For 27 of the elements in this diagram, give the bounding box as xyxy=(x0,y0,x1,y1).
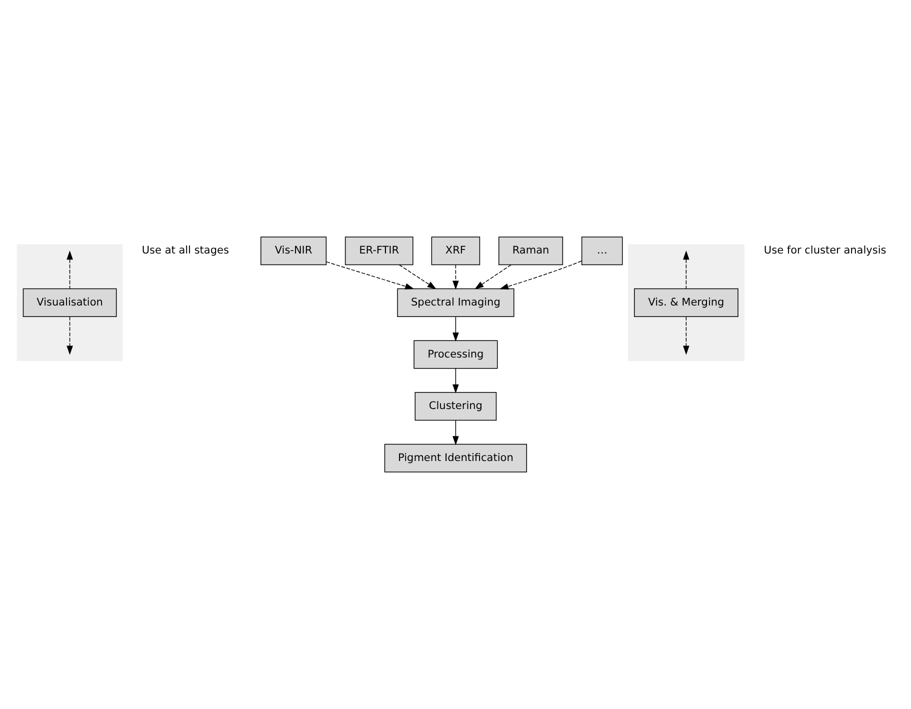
node-box: XRF xyxy=(431,236,480,266)
arrow xyxy=(683,250,690,289)
arrow xyxy=(398,264,436,290)
arrow xyxy=(474,264,512,290)
node-label: Use at all stages xyxy=(142,244,229,257)
arrow xyxy=(326,261,414,290)
arrow xyxy=(452,368,459,394)
node-box: Processing xyxy=(414,340,498,369)
arrow xyxy=(66,316,73,355)
arrow xyxy=(66,250,73,289)
cluster xyxy=(16,244,123,362)
node-box: Vis-NIR xyxy=(260,236,327,266)
node-box: Vis. & Merging xyxy=(634,288,738,317)
node-box: Spectral Imaging xyxy=(397,288,514,317)
cluster xyxy=(628,244,744,362)
node-box: Clustering xyxy=(414,392,497,421)
node-label: Use for cluster analysis xyxy=(764,244,886,257)
arrow xyxy=(452,420,459,446)
node-box: … xyxy=(581,236,623,266)
arrow xyxy=(499,260,582,290)
arrow xyxy=(452,264,459,290)
node-box: Raman xyxy=(498,236,564,266)
node-box: Visualisation xyxy=(22,288,117,317)
node-box: Pigment Identification xyxy=(384,444,527,472)
node-box: ER-FTIR xyxy=(344,236,414,266)
arrow xyxy=(452,316,459,342)
arrow xyxy=(683,316,690,355)
